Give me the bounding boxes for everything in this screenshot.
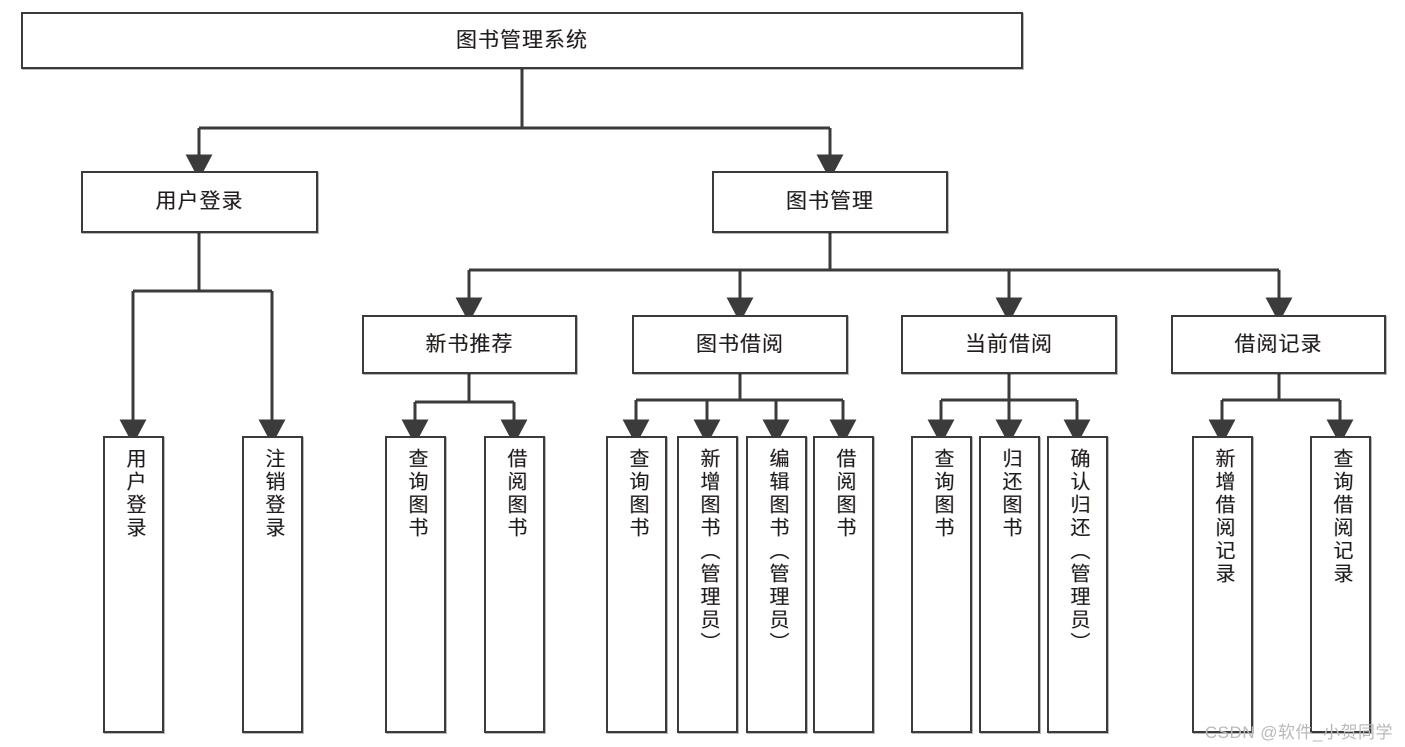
node-label: 查询图书 [931, 448, 953, 540]
node-new-book-recommend[interactable]: 新书推荐 [362, 315, 577, 374]
node-leaf-query-book-borrow[interactable]: 查询图书 [606, 436, 667, 733]
node-leaf-borrow-book[interactable]: 借阅图书 [813, 436, 874, 733]
node-leaf-user-login[interactable]: 用户登录 [103, 436, 164, 733]
node-label: 用户登录 [155, 190, 244, 214]
node-book-management[interactable]: 图书管理 [712, 171, 948, 233]
node-leaf-return-book[interactable]: 归还图书 [979, 436, 1040, 733]
node-label: 归还图书 [999, 448, 1021, 540]
node-label: 编辑图书（管理员） [766, 448, 788, 655]
node-user-login[interactable]: 用户登录 [81, 171, 318, 233]
node-current-borrow[interactable]: 当前借阅 [901, 315, 1117, 374]
node-root-system[interactable]: 图书管理系统 [21, 12, 1023, 69]
node-label: 查询图书 [626, 448, 648, 540]
node-label: 注销登录 [262, 448, 284, 540]
node-label: 新增图书（管理员） [697, 448, 719, 655]
node-leaf-logout[interactable]: 注销登录 [242, 436, 303, 733]
node-leaf-query-borrow-record[interactable]: 查询借阅记录 [1310, 436, 1371, 733]
node-leaf-confirm-return-admin[interactable]: 确认归还（管理员） [1047, 436, 1108, 733]
node-leaf-query-book-current[interactable]: 查询图书 [911, 436, 972, 733]
node-label: 查询图书 [405, 448, 427, 540]
node-label: 新增借阅记录 [1212, 448, 1234, 586]
node-label: 借阅图书 [833, 448, 855, 540]
node-label: 图书管理系统 [456, 28, 588, 52]
node-borrow-record[interactable]: 借阅记录 [1171, 315, 1386, 374]
node-label: 用户登录 [123, 448, 145, 540]
node-label: 图书管理 [786, 190, 874, 214]
node-leaf-add-borrow-record[interactable]: 新增借阅记录 [1192, 436, 1253, 733]
node-label: 确认归还（管理员） [1067, 448, 1089, 655]
node-book-borrow[interactable]: 图书借阅 [632, 315, 848, 374]
node-leaf-edit-book-admin[interactable]: 编辑图书（管理员） [746, 436, 807, 733]
node-leaf-add-book-admin[interactable]: 新增图书（管理员） [677, 436, 738, 733]
node-label: 图书借阅 [696, 332, 784, 356]
node-label: 借阅图书 [504, 448, 526, 540]
node-label: 新书推荐 [425, 332, 514, 356]
node-label: 当前借阅 [965, 332, 1053, 356]
node-label: 查询借阅记录 [1330, 448, 1352, 586]
node-leaf-query-book-new[interactable]: 查询图书 [385, 436, 446, 733]
node-label: 借阅记录 [1234, 332, 1323, 356]
node-leaf-borrow-book-new[interactable]: 借阅图书 [484, 436, 545, 733]
